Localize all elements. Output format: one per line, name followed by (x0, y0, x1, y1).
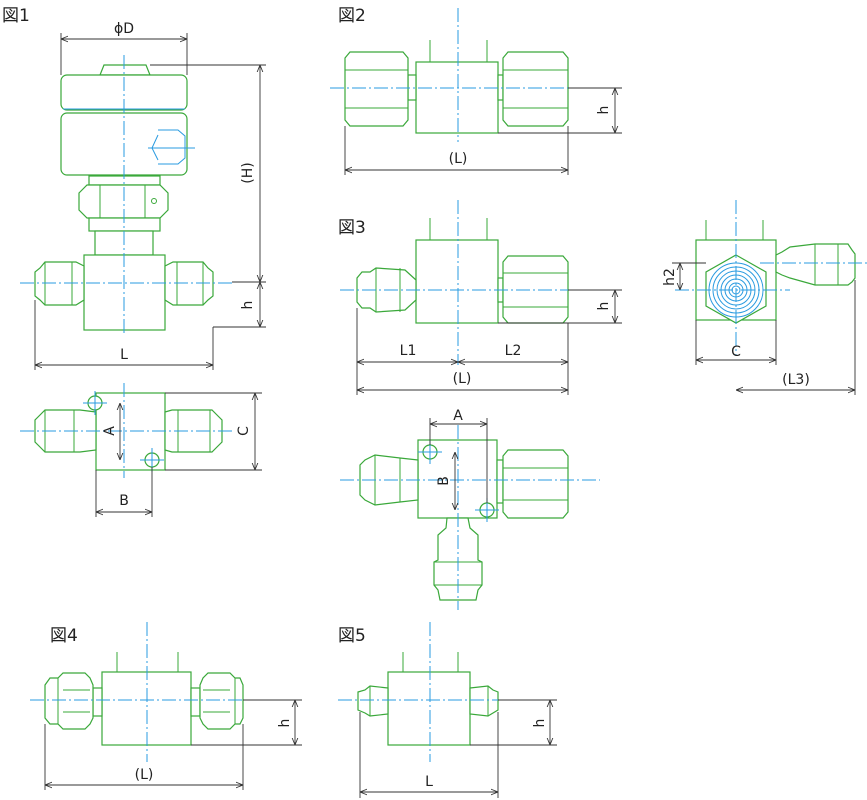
figure-1: 図1 ϕD (H) h L (2, 6, 266, 517)
dim-L: L (425, 774, 433, 790)
dim-h: h (532, 719, 548, 728)
figure-5: 図5 h L (338, 622, 557, 798)
dim-A: A (102, 426, 118, 436)
figure-3-title: 図3 (338, 218, 366, 238)
dim-h2: h2 (662, 268, 678, 286)
dim-L2: L2 (505, 343, 522, 359)
dim-B: B (119, 493, 129, 509)
dim-C: C (236, 426, 252, 436)
nut-left (344, 51, 409, 127)
dim-h: h (240, 301, 256, 310)
figure-2-title: 図2 (338, 6, 366, 26)
valve-body (415, 239, 499, 324)
figure-4-title: 図4 (50, 626, 78, 646)
figure-4: 図4 h (L) (30, 622, 302, 790)
dim-L: (L) (453, 371, 472, 387)
dim-L: (L) (449, 151, 468, 167)
dim-h: h (596, 302, 612, 311)
dim-L: L (120, 347, 128, 363)
dim-h: h (277, 719, 293, 728)
dim-L: (L) (135, 767, 154, 783)
figure-2: 図2 h (L) (330, 6, 622, 175)
dim-A: A (453, 408, 463, 424)
dim-h: h (596, 106, 612, 115)
figure-3: 図3 h L1 L2 (L) h2 C (338, 200, 867, 610)
valve-body (415, 61, 499, 134)
nut-right (502, 51, 569, 127)
dim-B: B (436, 476, 452, 486)
valve-body (387, 671, 471, 746)
dim-H: (H) (240, 162, 256, 183)
dim-phiD: ϕD (114, 21, 134, 37)
figure-5-title: 図5 (338, 626, 366, 646)
dim-C: C (731, 344, 741, 360)
dim-L1: L1 (400, 343, 417, 359)
dim-L3: (L3) (782, 372, 810, 388)
hex-nut (78, 184, 169, 219)
figure-1-title: 図1 (2, 6, 30, 26)
